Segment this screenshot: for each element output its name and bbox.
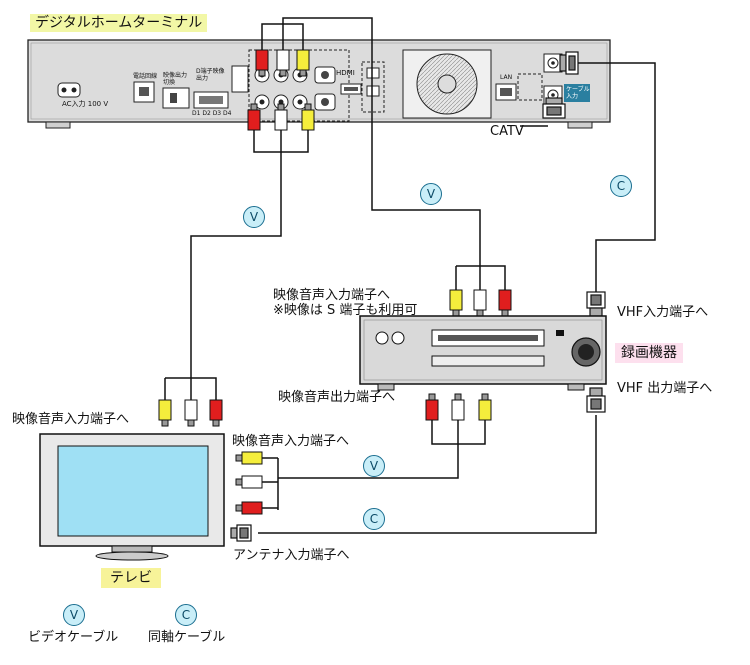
legend-video-label: ビデオケーブル xyxy=(28,630,119,645)
ac-inlet xyxy=(57,82,81,98)
video-cable-badge: V xyxy=(243,206,265,228)
recorder-av-input-label: 映像音声入力端子へ xyxy=(273,288,391,303)
d-mode-label: D1 D2 D3 D4 xyxy=(192,110,232,117)
tv-av-input-label-left: 映像音声入力端子へ xyxy=(12,412,130,427)
video-cable-badge: V xyxy=(363,455,385,477)
ac-input-label: AC入力 100 V xyxy=(62,100,109,108)
fan-grille xyxy=(402,49,492,119)
legend-video-badge: V xyxy=(63,604,85,626)
plugs-terminal-top xyxy=(255,49,310,77)
cables xyxy=(164,17,656,534)
recorder-device xyxy=(359,315,607,391)
lan-label: LAN xyxy=(500,74,513,81)
vhf-input-label: VHF入力端子へ xyxy=(617,305,709,320)
video-cable-badge: V xyxy=(420,183,442,205)
phone-line-label: 電話回線 xyxy=(133,73,158,80)
recorder-s-video-note: ※映像は S 端子も利用可 xyxy=(273,303,418,318)
terminal-label: デジタルホームターミナル xyxy=(30,14,208,32)
legend-coax-badge: C xyxy=(175,604,197,626)
tv-av-input-label-right: 映像音声入力端子へ xyxy=(232,434,350,449)
plugs-tv-input-side xyxy=(235,451,263,515)
plugs-recorder-output xyxy=(425,393,492,421)
vhf-output-label: VHF 出力端子へ xyxy=(617,381,713,396)
plugs-terminal-bottom xyxy=(247,103,315,131)
tv-device xyxy=(39,433,225,561)
phone-jack xyxy=(133,81,155,103)
d-terminal-label: D端子映像出力 xyxy=(196,68,225,82)
lan-port xyxy=(495,83,517,101)
recorder-label: 録画機器 xyxy=(615,343,683,363)
recorder-av-output-label: 映像音声出力端子へ xyxy=(278,390,396,405)
plugs-tv-input-top xyxy=(158,399,223,427)
hdmi-label: HDMI xyxy=(336,69,355,77)
cable-input-label: ケーブル入力 xyxy=(566,86,590,100)
hdmi-port xyxy=(340,83,362,95)
catv-label: CATV xyxy=(490,124,524,139)
coax-cable-badge: C xyxy=(363,508,385,530)
terminal-device xyxy=(27,39,611,129)
antenna-input-label: アンテナ入力端子へ xyxy=(233,548,350,563)
coax-connectors xyxy=(230,51,606,542)
d-terminal xyxy=(193,91,229,109)
output-switch-label: 映像出力切換 xyxy=(163,72,188,86)
tv-label: テレビ xyxy=(101,568,161,588)
output-switch xyxy=(162,87,190,109)
legend-coax-label: 同軸ケーブル xyxy=(148,630,226,645)
plugs-recorder-input xyxy=(449,289,512,317)
coax-cable-badge: C xyxy=(610,175,632,197)
